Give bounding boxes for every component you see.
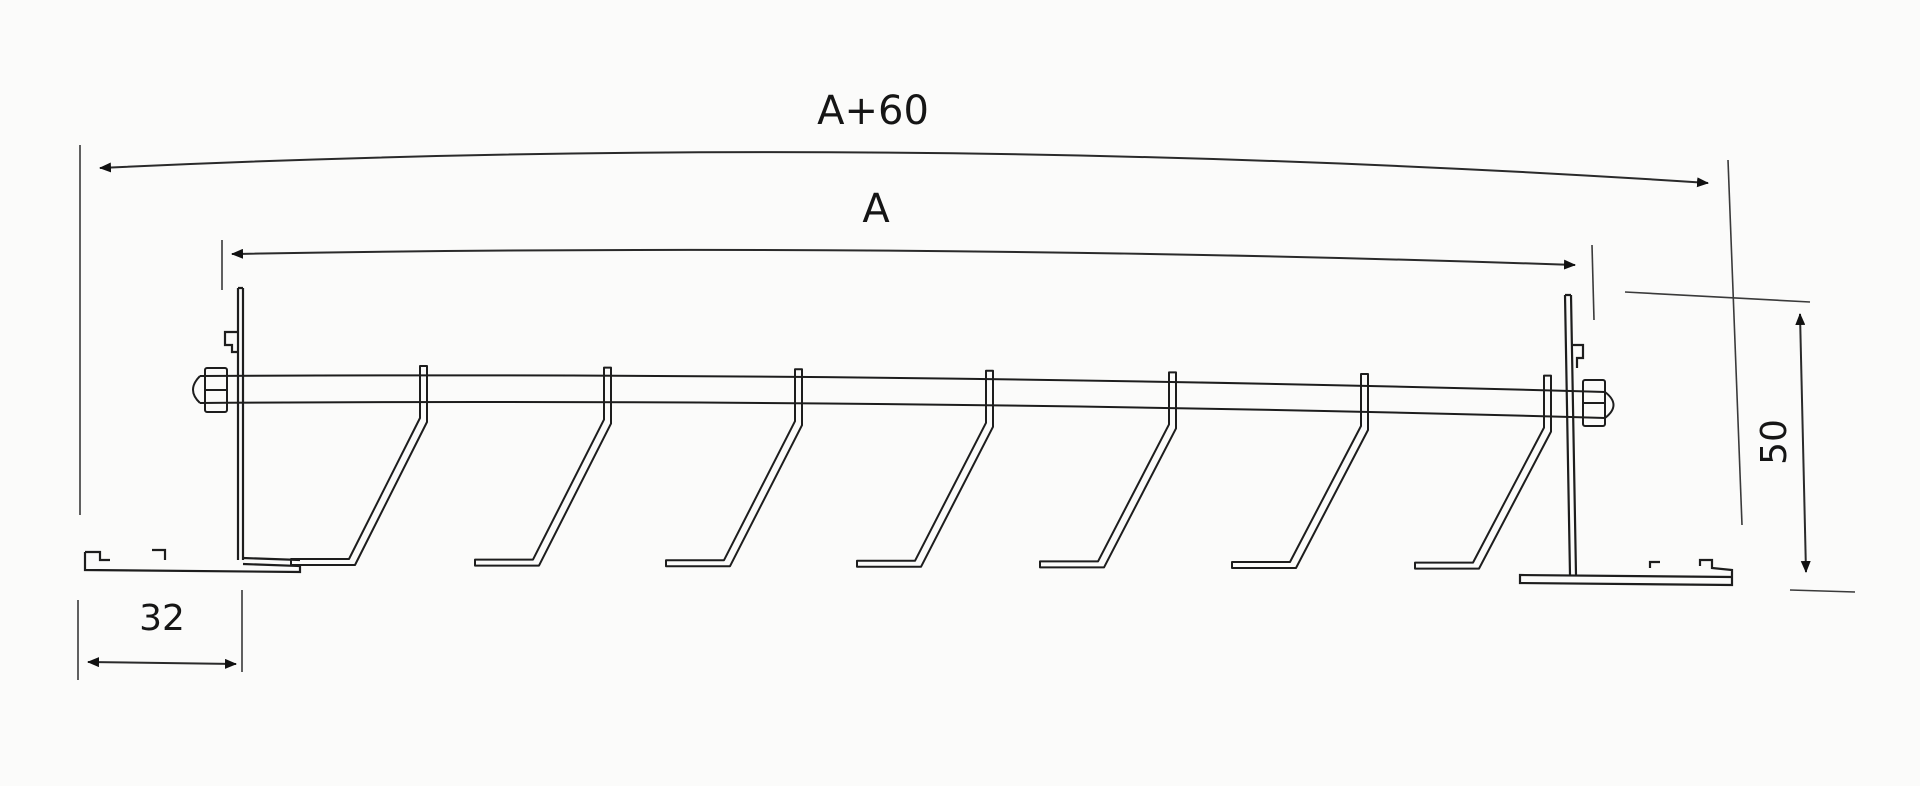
left-rod-end [192,375,201,404]
extension-line-bottom-height [1789,589,1856,593]
left-frame-flange [83,548,302,574]
blades-group [290,365,1552,570]
label-inner-width: A [862,186,890,232]
blade-2 [474,366,612,567]
tie-rod-assembly [192,367,1615,427]
dimension-line-inner [231,248,1576,270]
tie-rod [199,374,1606,419]
blade-7 [1414,374,1552,570]
blade-6 [1231,373,1369,569]
extension-line-top-height [1624,291,1811,303]
dimension-line-overall [99,151,1709,188]
right-frame-upright [1563,293,1578,576]
right-rod-end [1604,391,1615,419]
dimension-line-height [1795,313,1811,573]
label-overall-width: A+60 [817,88,929,134]
dimension-line-flange [87,657,237,669]
blade-4 [856,369,994,568]
blade-5 [1039,371,1177,569]
label-flange: 32 [139,598,185,639]
blade-3 [665,368,803,568]
left-frame-profile [83,286,302,574]
blade-1 [290,365,428,566]
dimension-lines [87,151,1811,669]
extension-line-right-outer [1727,159,1743,526]
right-frame-clip [1573,343,1585,368]
left-frame-upright [236,286,245,560]
extension-lines [77,145,1856,680]
right-frame-profile [1518,293,1734,587]
right-frame-flange [1518,558,1734,587]
left-frame-clip [223,330,238,354]
extension-line-right-inner [1591,244,1595,321]
label-height: 50 [1754,419,1795,465]
